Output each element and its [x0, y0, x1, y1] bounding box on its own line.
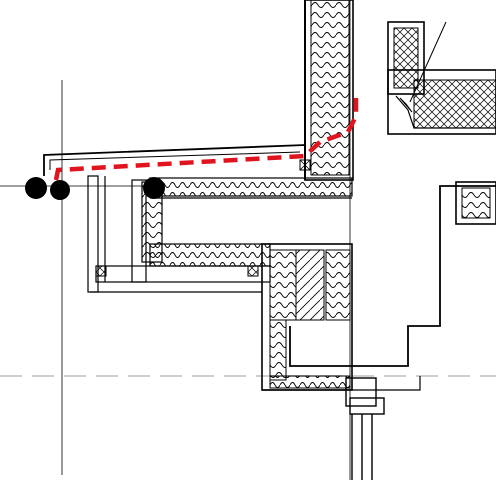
lower-wall-assembly — [261, 185, 496, 391]
upper-right-detail — [387, 21, 496, 135]
control-point-1[interactable] — [25, 177, 47, 199]
window-head-frame — [87, 175, 163, 293]
membrane-path-highlight[interactable] — [53, 98, 359, 181]
sill-insulation-band — [149, 177, 353, 199]
right-frame-profile — [455, 181, 496, 225]
control-points[interactable] — [25, 177, 165, 200]
control-point-2[interactable] — [50, 180, 70, 200]
window-frame-section — [345, 377, 385, 480]
lower-insulation-step — [90, 243, 271, 293]
upper-wall — [304, 0, 354, 181]
reference-lines — [0, 0, 351, 480]
sloped-sill — [43, 144, 311, 176]
control-point-3[interactable] — [143, 177, 165, 199]
